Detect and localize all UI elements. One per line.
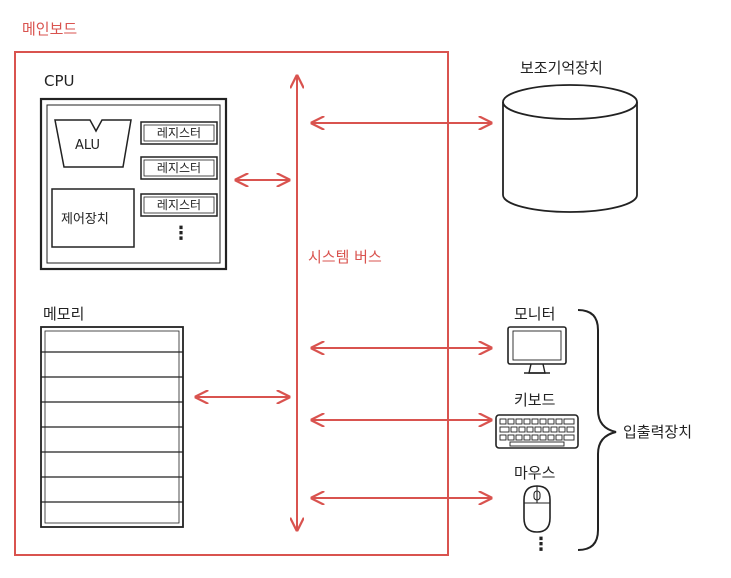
keyboard-label: 키보드 (514, 391, 556, 409)
monitor-label: 모니터 (514, 305, 556, 323)
control-unit-box (51, 188, 135, 248)
memory-label: 메모리 (43, 305, 85, 323)
cpu-box (39, 97, 228, 271)
monitor-icon (507, 326, 567, 374)
register-box-1-inner (143, 124, 215, 142)
register-box-2-inner (143, 159, 215, 177)
mouse-icon (523, 485, 551, 533)
mainboard-frame (14, 51, 449, 556)
mouse-label: 마우스 (514, 464, 556, 482)
register-label-1: 레지스터 (156, 126, 202, 140)
register-label-2: 레지스터 (156, 161, 202, 175)
memory-block (40, 326, 184, 528)
alu-label: ALU (75, 138, 101, 153)
keyboard-icon (495, 414, 579, 449)
storage-label: 보조기억장치 (520, 59, 603, 77)
register-box-3 (140, 193, 218, 217)
cpu-box-inner (46, 104, 221, 264)
register-label-3: 레지스터 (156, 198, 202, 212)
io-group-label: 입출력장치 (623, 423, 693, 441)
storage-cylinder-icon (502, 84, 638, 213)
register-box-3-inner (143, 196, 215, 214)
system-bus-label: 시스템 버스 (308, 248, 382, 266)
cpu-label: CPU (44, 72, 75, 90)
cpu-more-ellipsis: ⋮ (172, 223, 190, 244)
register-box-1 (140, 121, 218, 145)
control-unit-label: 제어장치 (61, 212, 109, 227)
io-brace (577, 309, 617, 551)
alu-shape (54, 119, 132, 168)
register-box-2 (140, 156, 218, 180)
mainboard-label: 메인보드 (22, 20, 78, 38)
io-more-ellipsis: ⋮ (532, 534, 550, 555)
